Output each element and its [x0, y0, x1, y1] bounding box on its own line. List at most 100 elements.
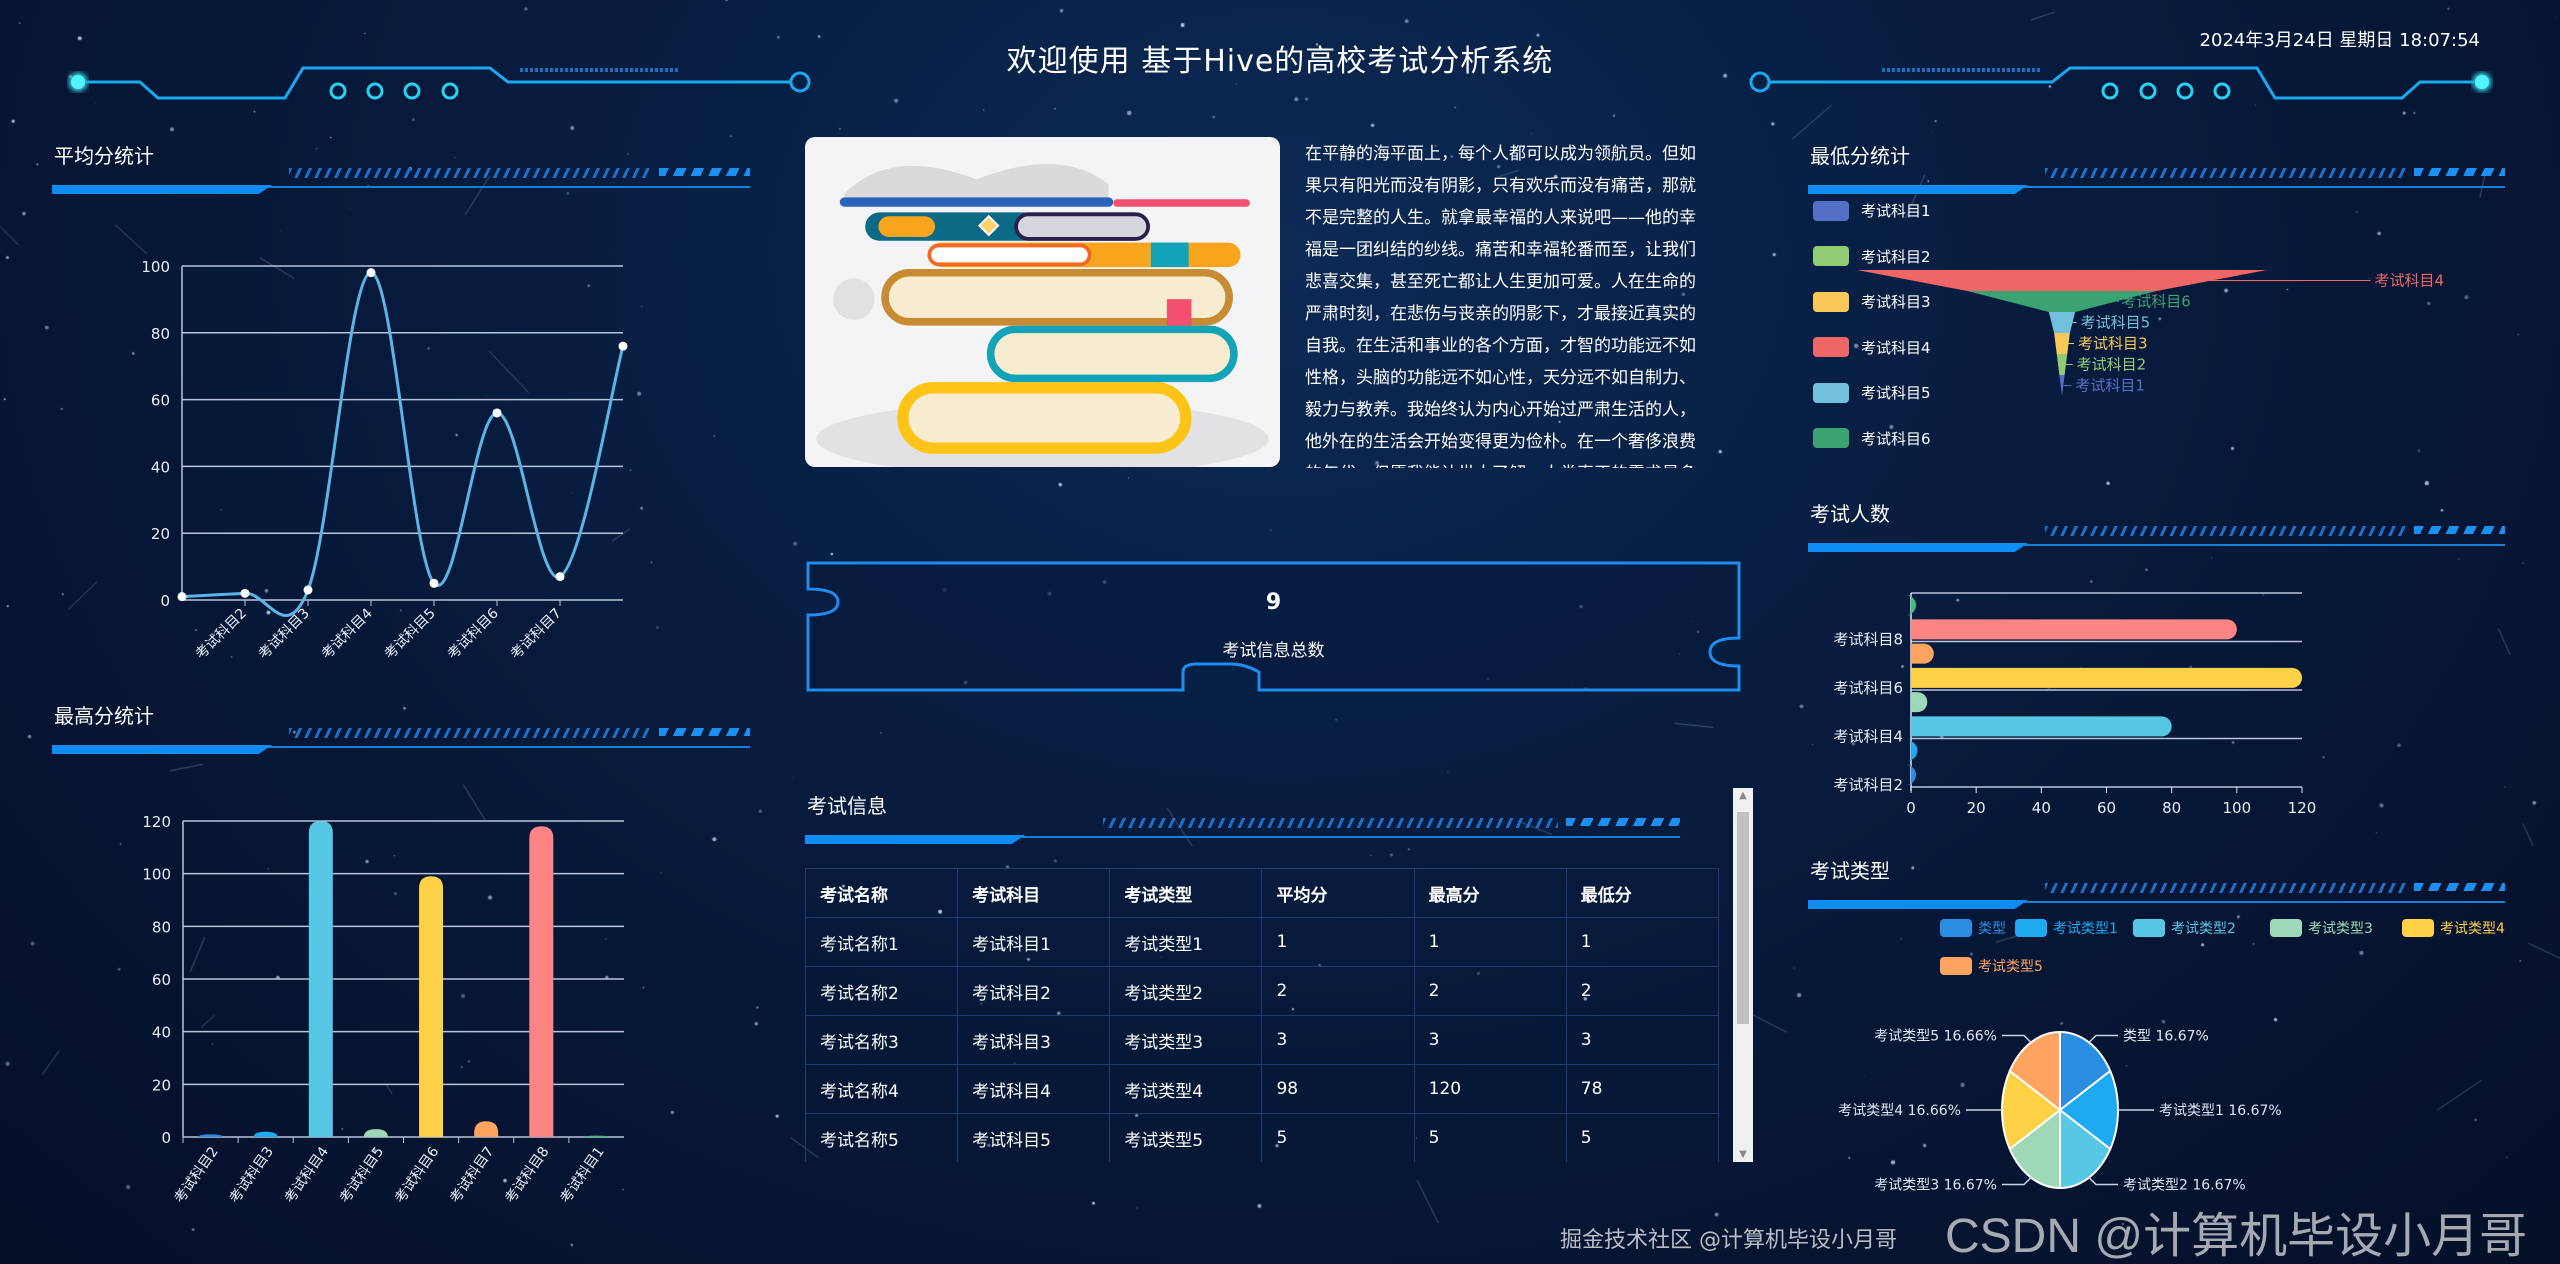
legend-swatch [1813, 382, 1849, 403]
legend-item[interactable]: 类型 [1940, 918, 2006, 938]
data-point [177, 592, 187, 602]
column-header: 最低分 [1565, 868, 1719, 918]
watermark-overlay: 掘金技术社区 @计算机毕设小月哥 [1560, 1228, 1897, 1253]
legend-label: 类型 [1978, 921, 2006, 937]
label-line [2002, 1034, 2032, 1043]
legend-swatch [1813, 246, 1849, 266]
data-point [555, 572, 565, 582]
legend-item[interactable]: 考试科目3 [1813, 291, 1931, 312]
datetime: 2024年3月24日 星期日 18:07:54 [2199, 30, 2480, 51]
table-cell: 5 [1261, 1113, 1415, 1162]
legend-item[interactable]: 考试类型2 [2133, 918, 2236, 938]
x-tick-label: 考试科目5 [337, 1144, 387, 1206]
funnel-label: 考试科目4 [2375, 272, 2445, 290]
divider [659, 728, 750, 736]
y-tick-label: 0 [161, 1129, 171, 1147]
section-title: 最低分统计 [1810, 144, 1910, 168]
table-cell: 考试科目3 [957, 1015, 1111, 1065]
funnel-segment [2056, 354, 2068, 375]
y-tick-label: 20 [151, 525, 170, 543]
section-title: 最高分统计 [54, 704, 154, 728]
funnel-label: 考试科目5 [2081, 314, 2151, 332]
legend-label: 考试类型4 [2440, 921, 2505, 937]
table-cell: 考试名称1 [805, 917, 959, 967]
x-tick-label: 考试科目6 [445, 605, 502, 662]
x-tick-label: 考试科目4 [319, 605, 376, 662]
bar [1907, 740, 1918, 761]
table-cell: 3 [1565, 1015, 1719, 1065]
pie-label: 考试类型1 16.67% [2159, 1103, 2282, 1119]
funnel-segment [2059, 375, 2065, 396]
y-tick-label: 0 [160, 592, 170, 610]
legend-item[interactable]: 考试科目2 [1813, 246, 1931, 267]
exam-type-pie-chart: 类型 16.67%考试类型1 16.67%考试类型2 16.67%考试类型3 1… [1838, 1029, 2282, 1194]
divider [1808, 900, 2028, 909]
legend-label: 考试科目5 [1861, 384, 1931, 402]
y-tick-label: 考试科目8 [1833, 631, 1903, 649]
pie-label: 考试类型4 16.66% [1838, 1103, 1961, 1119]
legend-item[interactable]: 考试科目1 [1813, 200, 1931, 221]
legend-label: 考试类型3 [2308, 921, 2373, 937]
legend-item[interactable]: 考试类型3 [2270, 918, 2373, 938]
divider [1808, 186, 2505, 188]
bar [584, 1135, 609, 1137]
table-cell: 考试名称3 [805, 1015, 959, 1065]
intro-paragraph: 在平静的海平面上，每个人都可以成为领航员。但如果只有阳光而没有阴影，只有欢乐而没… [1305, 144, 1696, 468]
column-header: 最高分 [1413, 868, 1567, 918]
x-tick-label: 考试科目3 [227, 1144, 277, 1206]
carousel-image[interactable] [805, 137, 1280, 467]
legend-swatch [1813, 200, 1849, 221]
legend-item[interactable]: 考试科目4 [1813, 337, 1931, 358]
scroll-down-arrow-icon[interactable]: ▼ [1739, 1149, 1747, 1160]
divider [289, 728, 653, 738]
bar [1906, 595, 1916, 616]
legend-item[interactable]: 考试科目6 [1813, 428, 1931, 449]
scroll-up-arrow-icon[interactable]: ▲ [1739, 790, 1747, 801]
avg-section-header: 平均分统计 [52, 140, 750, 200]
table-cell: 考试类型1 [1109, 917, 1263, 967]
x-tick-label: 100 [2223, 799, 2252, 817]
divider [1808, 543, 2028, 552]
table-cell: 考试名称2 [805, 966, 959, 1016]
legend-item[interactable]: 考试科目5 [1813, 382, 1931, 403]
column-header: 平均分 [1261, 868, 1415, 918]
section-title: 考试信息 [807, 794, 887, 818]
divider [2044, 883, 2408, 893]
legend-item[interactable]: 考试类型4 [2402, 918, 2505, 938]
table-cell: 5 [1413, 1113, 1567, 1162]
funnel-segment [2054, 333, 2070, 354]
legend-item[interactable]: 考试类型1 [2015, 918, 2118, 938]
y-tick-label: 20 [152, 1076, 171, 1094]
pie-label: 类型 16.67% [2123, 1029, 2209, 1045]
pie-slice [2008, 1107, 2061, 1190]
table-cell: 1 [1565, 917, 1719, 967]
type-section-header: 考试类型 [1808, 855, 2505, 915]
label-line [2002, 1177, 2032, 1186]
scrollbar-thumb[interactable] [1737, 812, 1749, 1024]
pie-label: 考试类型3 16.67% [1874, 1177, 1997, 1193]
legend-item[interactable]: 考试类型5 [1940, 956, 2043, 976]
legend-swatch [1813, 337, 1849, 357]
data-point [429, 578, 439, 588]
funnel-segment [1857, 270, 2267, 291]
bar [1911, 619, 2237, 640]
legend-label: 考试类型2 [2171, 921, 2236, 937]
total-count-value: 9 [1265, 590, 1282, 615]
divider [1808, 185, 2028, 194]
table-scrollbar[interactable]: ▲ ▼ [1733, 788, 1753, 1162]
y-tick-label: 60 [151, 392, 170, 410]
total-count-card: 9 考试信息总数 [805, 560, 1742, 693]
divider [52, 746, 750, 748]
books-illustration [816, 164, 1269, 467]
y-tick-label: 40 [152, 1024, 171, 1042]
section-title: 考试类型 [1810, 859, 1890, 883]
table-cell: 考试类型5 [1109, 1113, 1263, 1162]
